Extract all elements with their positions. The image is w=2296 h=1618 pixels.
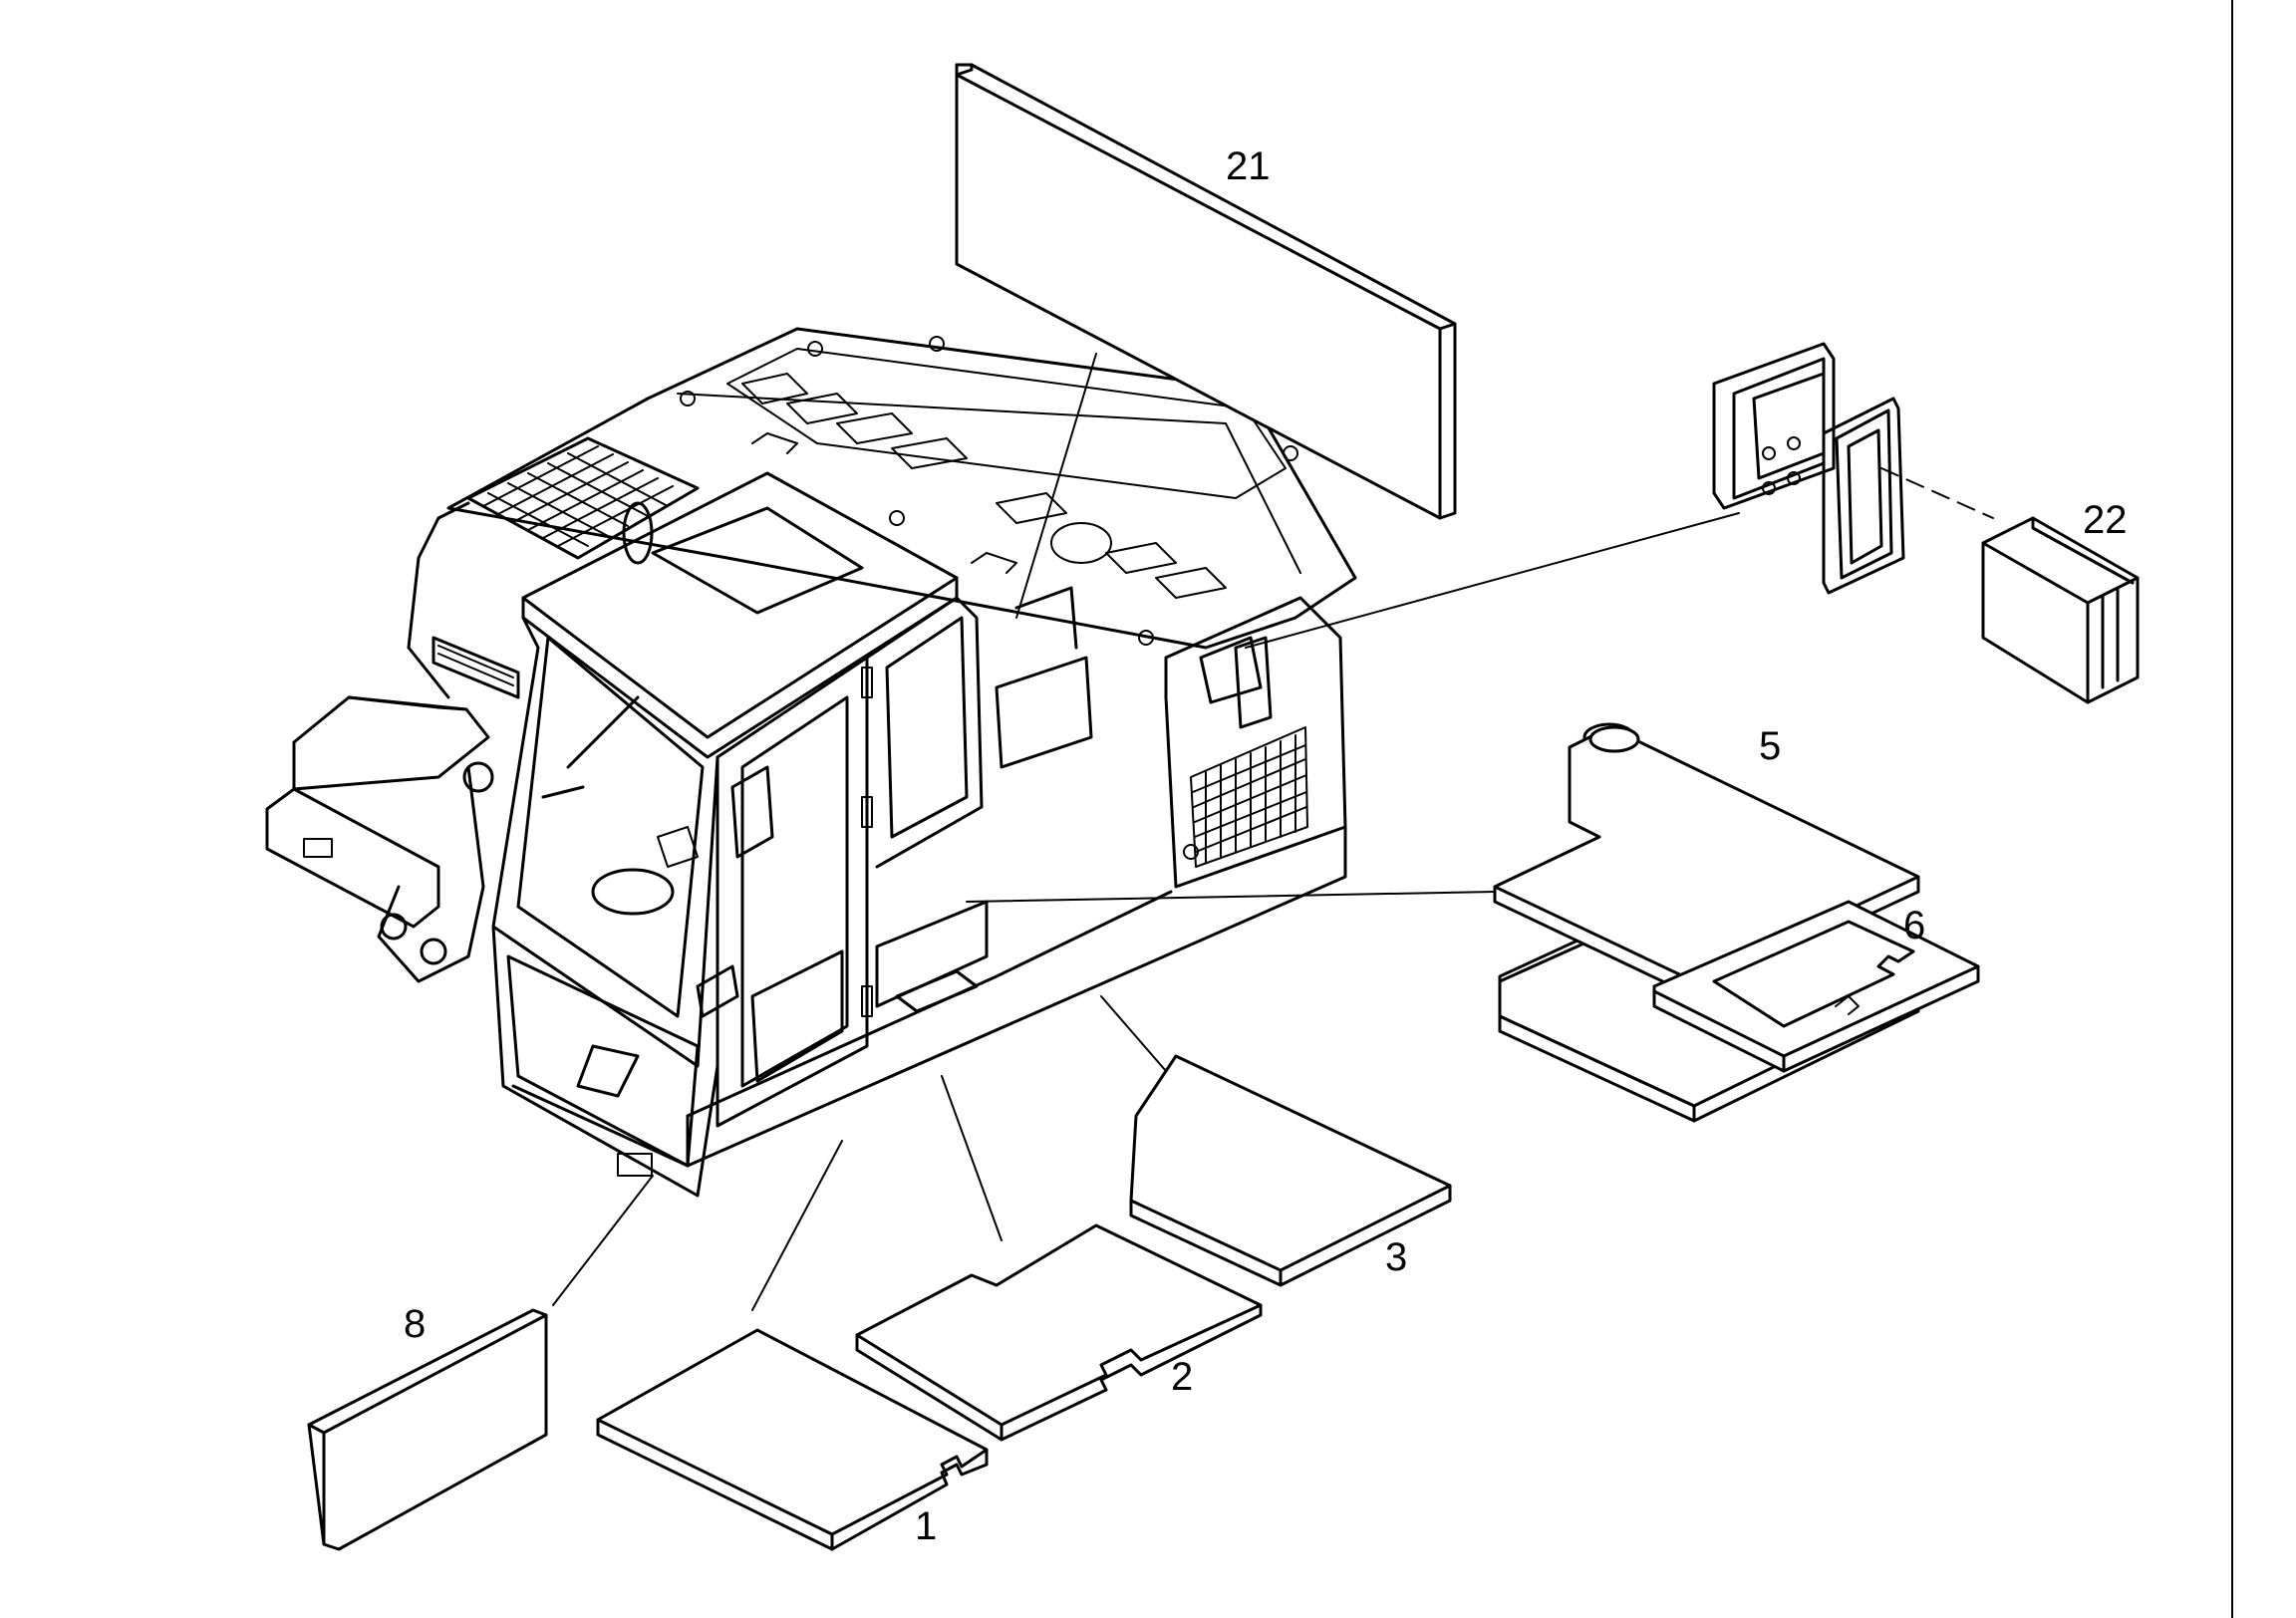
callout-labels: 21 22 5 6 3 2 1 8 [404,144,2128,1548]
part-22-air-intake-assembly [1712,342,2140,704]
callout-3: 3 [1385,1235,1407,1279]
callout-21: 21 [1226,144,1271,188]
excavator-upper-body [265,327,1357,1198]
part-2-floor-insulation-panel [855,1223,1263,1442]
part-8-side-insulation-panel [307,1308,548,1551]
leader-lines [552,353,1740,1311]
part-1-floor-insulation-panel [596,1328,989,1551]
callout-1: 1 [915,1504,937,1548]
callout-22: 22 [2083,498,2128,542]
callout-8: 8 [404,1302,426,1346]
callout-6: 6 [1903,904,1925,947]
callout-2: 2 [1171,1355,1193,1399]
part-3-floor-insulation-panel [1129,1054,1452,1287]
part-6-floor-frame-panel [1652,900,1980,1073]
part-21-top-insulation-panel [955,63,1457,520]
callout-5: 5 [1759,724,1781,768]
